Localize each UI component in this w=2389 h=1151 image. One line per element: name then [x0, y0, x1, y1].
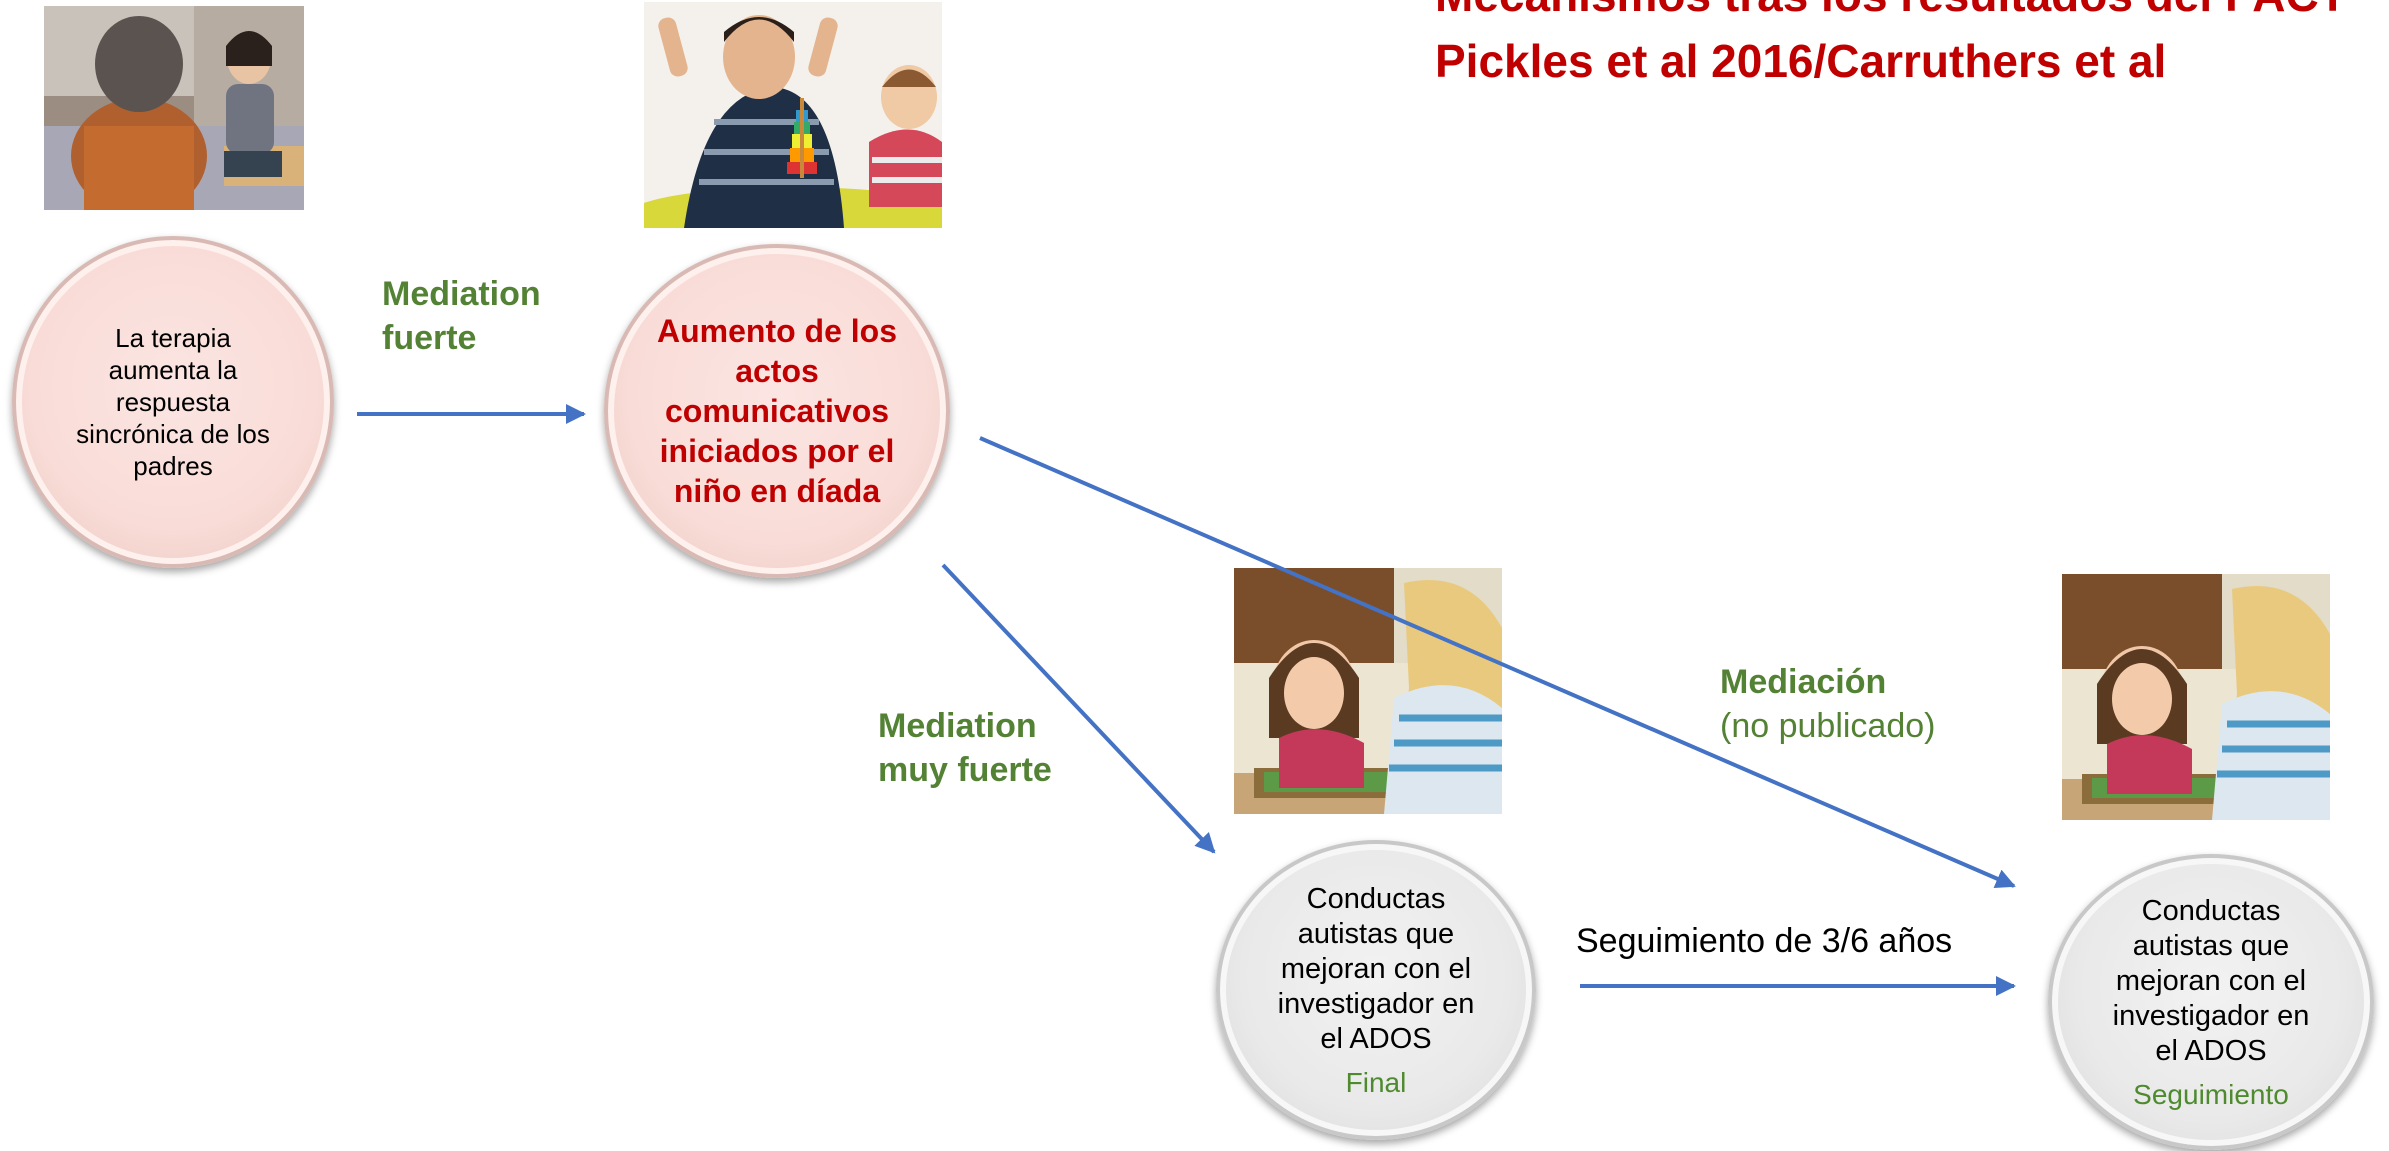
label-mediation-unpublished: Mediación (no publicado) — [1720, 660, 1935, 748]
node-final-line-3: mejoran con el — [1280, 952, 1472, 985]
label-mediation-strong: Mediation fuerte — [382, 272, 541, 360]
node-followup: Conductas autistas que mejoran con el in… — [2048, 854, 2374, 1150]
label-mediation-strong-line-2: fuerte — [382, 319, 477, 357]
node-therapy-line-3: respuesta — [115, 387, 231, 417]
node-final: Conductas autistas que mejoran con el in… — [1216, 840, 1536, 1140]
node-final-line-5: el ADOS — [1320, 1022, 1432, 1055]
title-line-1: Mecanismos tras los resultados del PACT — [1435, 0, 2347, 28]
node-final-tag: Final — [1345, 1066, 1407, 1098]
node-followup-line-1: Conductas — [2141, 894, 2281, 927]
node-communicative-line-4: iniciados por el — [659, 433, 895, 469]
node-therapy-line-1: La terapia — [115, 323, 231, 353]
node-communicative-acts: Aumento de los actos comunicativos inici… — [604, 244, 950, 578]
therapist-parent-photo — [44, 6, 304, 210]
node-communicative-line-5: niño en díada — [673, 473, 881, 509]
node-final-line-2: autistas que — [1297, 917, 1455, 950]
label-mediation-very-strong-line-1: Mediation — [878, 707, 1037, 745]
parent-child-play-photo — [644, 2, 942, 228]
label-mediation-very-strong: Mediation muy fuerte — [878, 704, 1052, 792]
node-followup-tag: Seguimiento — [2133, 1078, 2289, 1110]
node-therapy: La terapia aumenta la respuesta sincróni… — [12, 236, 334, 568]
node-therapy-line-2: aumenta la — [108, 355, 238, 385]
label-follow-up-period: Seguimiento de 3/6 años — [1576, 922, 1953, 960]
child-assessment-photo-2 — [2062, 574, 2330, 820]
arrow-communicative-to-final — [941, 563, 1216, 854]
node-followup-line-5: el ADOS — [2155, 1034, 2267, 1067]
label-mediation-strong-line-1: Mediation — [382, 275, 541, 313]
node-communicative-line-1: Aumento de los — [656, 313, 897, 349]
title-line-2: Pickles et al 2016/Carruthers et al — [1435, 35, 2167, 87]
node-followup-line-3: mejoran con el — [2115, 964, 2307, 997]
label-mediation-unpublished-line-1: Mediación — [1720, 663, 1887, 701]
label-mediation-very-strong-line-2: muy fuerte — [878, 751, 1052, 789]
arrow-communicative-to-followup — [979, 436, 2016, 889]
node-followup-line-2: autistas que — [2132, 929, 2290, 962]
label-mediation-unpublished-line-2: (no publicado) — [1720, 707, 1936, 745]
node-final-line-4: investigador en — [1277, 987, 1475, 1020]
node-final-line-1: Conductas — [1306, 882, 1446, 915]
node-followup-line-4: investigador en — [2112, 999, 2310, 1032]
node-communicative-line-3: comunicativos — [664, 393, 890, 429]
child-assessment-photo-1 — [1234, 568, 1502, 814]
node-communicative-line-2: actos — [735, 353, 819, 389]
node-therapy-line-4: sincrónica de los — [76, 419, 270, 449]
slide-title: Mecanismos tras los resultados del PACT … — [1435, 0, 2347, 94]
node-therapy-line-5: padres — [133, 451, 213, 481]
